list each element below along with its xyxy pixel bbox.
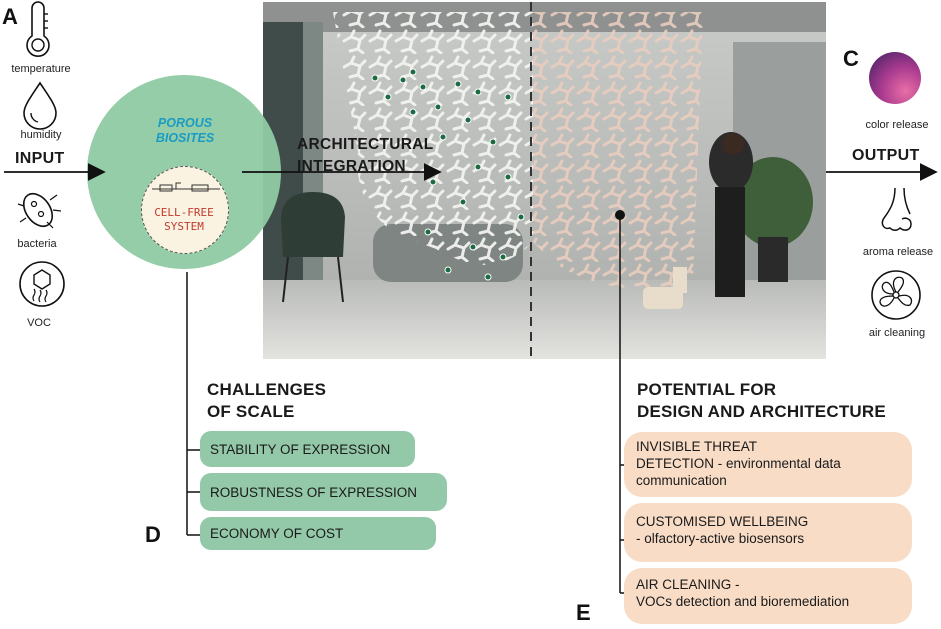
architectural-integration-label: ARCHITECTURAL INTEGRATION [297, 136, 434, 175]
water-drop-icon [20, 80, 60, 135]
molecule-icon [17, 259, 67, 314]
potential-invisible-threat-text: INVISIBLE THREAT DETECTION - environment… [636, 439, 841, 488]
challenge-robustness: ROBUSTNESS OF EXPRESSION [200, 473, 447, 511]
nose-icon-svg [881, 187, 912, 231]
challenge-stability-label: STABILITY OF EXPRESSION [210, 441, 391, 457]
challenge-robustness-label: ROBUSTNESS OF EXPRESSION [210, 484, 418, 500]
porous-biosites-label: POROUS BIOSITES [155, 116, 215, 145]
potential-air-cleaning-text: AIR CLEANING - VOCs detection and biorem… [636, 577, 850, 609]
color-blob-icon [869, 52, 921, 104]
input-label-voc: VOC [27, 317, 51, 329]
water-drop-icon-svg [23, 81, 57, 130]
output-label-air-cleaning: air cleaning [868, 327, 926, 339]
panel-label-d: D [145, 522, 161, 547]
potential-air-cleaning: AIR CLEANING - VOCs detection and biorem… [624, 568, 912, 624]
molecule-icon-svg [19, 261, 65, 307]
output-title: OUTPUT [852, 147, 920, 164]
panel-label-a: A [2, 4, 18, 29]
plasmid-icon [152, 182, 220, 192]
challenges-heading: CHALLENGES OF SCALE [207, 380, 327, 421]
nose-icon [878, 186, 918, 241]
cell-free-system-label: CELL-FREE SYSTEM [154, 206, 214, 233]
bacteria-icon-svg [17, 192, 62, 229]
challenge-economy: ECONOMY OF COST [200, 517, 436, 550]
challenge-economy-label: ECONOMY OF COST [210, 526, 344, 541]
input-label-bacteria: bacteria [17, 238, 57, 250]
architecture-render-illustration [263, 2, 826, 359]
input-label-humidity: humidity [20, 129, 62, 141]
potential-wellbeing: CUSTOMISED WELLBEING - olfactory-active … [624, 503, 912, 562]
cell-free-system-circle [141, 166, 229, 254]
thermometer-icon-svg [26, 1, 50, 57]
output-label-aroma-release: aroma release [862, 246, 934, 258]
panel-label-c: C [843, 46, 859, 71]
bacteria-icon [16, 188, 66, 241]
fan-icon-svg [871, 270, 921, 320]
architecture-render [263, 2, 826, 359]
thermometer-icon [18, 1, 58, 63]
output-label-color-release: color release [865, 119, 929, 131]
input-title: INPUT [15, 150, 65, 167]
challenge-stability: STABILITY OF EXPRESSION [200, 431, 415, 467]
input-label-temperature: temperature [11, 63, 71, 75]
potential-invisible-threat: INVISIBLE THREAT DETECTION - environment… [624, 432, 912, 497]
panel-label-e: E [576, 600, 591, 625]
fan-icon [870, 269, 922, 326]
potential-wellbeing-text: CUSTOMISED WELLBEING - olfactory-active … [636, 514, 809, 546]
potential-heading: POTENTIAL FOR DESIGN AND ARCHITECTURE [637, 380, 886, 421]
